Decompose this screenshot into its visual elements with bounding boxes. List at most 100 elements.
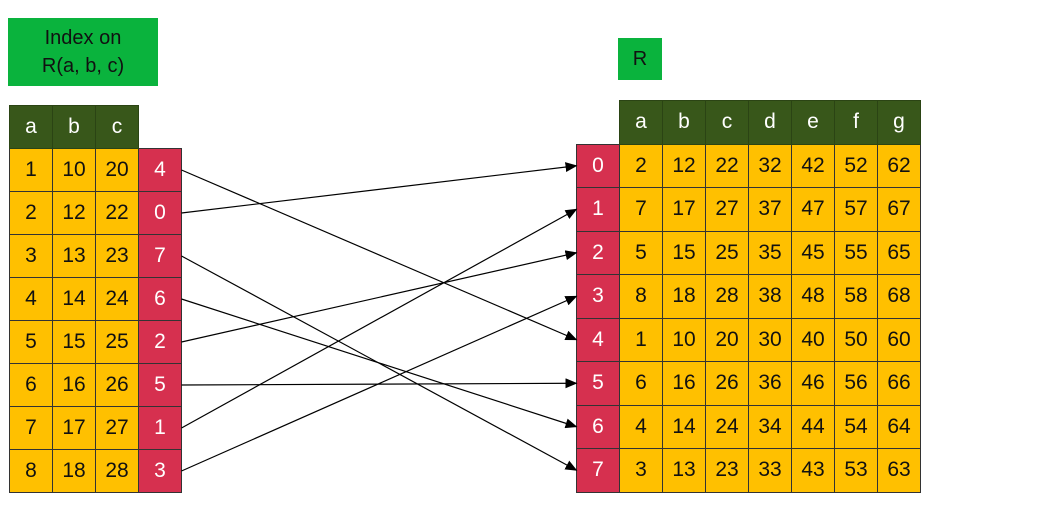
index-cell-b: 13 xyxy=(52,234,96,278)
relation-cell-c: 27 xyxy=(705,187,749,232)
relation-row: 2 5 15 25 35 45 55 65 xyxy=(576,230,921,275)
relation-cell-c: 26 xyxy=(705,361,749,406)
index-cell-c: 25 xyxy=(95,320,139,364)
index-pointer: 7 xyxy=(138,234,182,278)
index-pointer: 2 xyxy=(138,320,182,364)
index-cell-b: 16 xyxy=(52,363,96,407)
relation-cell-f: 52 xyxy=(834,143,878,188)
index-pointer: 0 xyxy=(138,191,182,235)
relation-cell-f: 55 xyxy=(834,230,878,275)
relation-cell-a: 8 xyxy=(619,274,663,319)
relation-row-id: 6 xyxy=(576,404,620,449)
index-row: 4 14 24 6 xyxy=(9,277,182,321)
index-header-a: a xyxy=(9,105,53,149)
relation-title-label: R xyxy=(618,38,662,80)
relation-cell-a: 2 xyxy=(619,143,663,188)
relation-cell-e: 43 xyxy=(791,448,835,493)
index-row: 2 12 22 0 xyxy=(9,191,182,235)
relation-cell-d: 33 xyxy=(748,448,792,493)
relation-header-f: f xyxy=(834,100,878,145)
index-row: 6 16 26 5 xyxy=(9,363,182,407)
index-cell-a: 8 xyxy=(9,449,53,493)
index-header-row: a b c xyxy=(9,105,182,149)
index-cell-b: 15 xyxy=(52,320,96,364)
relation-cell-b: 18 xyxy=(662,274,706,319)
relation-cell-a: 5 xyxy=(619,230,663,275)
relation-row-id: 5 xyxy=(576,361,620,406)
relation-cell-d: 32 xyxy=(748,143,792,188)
pointer-arrow xyxy=(181,295,578,472)
relation-cell-e: 46 xyxy=(791,361,835,406)
relation-cell-g: 64 xyxy=(877,404,921,449)
relation-cell-b: 13 xyxy=(662,448,706,493)
index-cell-c: 20 xyxy=(95,148,139,192)
relation-row-id: 0 xyxy=(576,143,620,188)
relation-cell-d: 37 xyxy=(748,187,792,232)
relation-cell-a: 6 xyxy=(619,361,663,406)
relation-cell-b: 16 xyxy=(662,361,706,406)
pointer-arrow xyxy=(181,250,578,343)
index-cell-a: 4 xyxy=(9,277,53,321)
index-pointer: 3 xyxy=(138,449,182,493)
relation-cell-g: 63 xyxy=(877,448,921,493)
index-row: 7 17 27 1 xyxy=(9,406,182,450)
relation-cell-d: 30 xyxy=(748,317,792,362)
relation-header-g: g xyxy=(877,100,921,145)
index-cell-c: 27 xyxy=(95,406,139,450)
relation-row: 4 1 10 20 30 40 50 60 xyxy=(576,317,921,362)
index-header-b: b xyxy=(52,105,96,149)
relation-cell-e: 42 xyxy=(791,143,835,188)
index-row: 3 13 23 7 xyxy=(9,234,182,278)
relation-cell-e: 44 xyxy=(791,404,835,449)
relation-cell-c: 28 xyxy=(705,274,749,319)
relation-cell-d: 38 xyxy=(748,274,792,319)
index-cell-a: 1 xyxy=(9,148,53,192)
index-header-c: c xyxy=(95,105,139,149)
index-pointer: 4 xyxy=(138,148,182,192)
relation-cell-e: 47 xyxy=(791,187,835,232)
relation-table: a b c d e f g 0 2 12 22 32 42 52 62 1 7 … xyxy=(576,100,921,493)
relation-cell-f: 58 xyxy=(834,274,878,319)
index-row: 5 15 25 2 xyxy=(9,320,182,364)
relation-row-id: 7 xyxy=(576,448,620,493)
pointer-arrow xyxy=(181,255,578,471)
relation-cell-d: 36 xyxy=(748,361,792,406)
index-cell-c: 24 xyxy=(95,277,139,321)
relation-cell-g: 67 xyxy=(877,187,921,232)
index-cell-a: 5 xyxy=(9,320,53,364)
relation-cell-g: 68 xyxy=(877,274,921,319)
pointer-arrow xyxy=(181,378,578,389)
relation-cell-c: 22 xyxy=(705,143,749,188)
relation-cell-e: 45 xyxy=(791,230,835,275)
relation-cell-b: 12 xyxy=(662,143,706,188)
relation-row: 3 8 18 28 38 48 58 68 xyxy=(576,274,921,319)
relation-row: 0 2 12 22 32 42 52 62 xyxy=(576,143,921,188)
index-header-spacer xyxy=(139,106,182,149)
relation-header-d: d xyxy=(748,100,792,145)
relation-cell-b: 17 xyxy=(662,187,706,232)
index-cell-b: 10 xyxy=(52,148,96,192)
relation-header-spacer xyxy=(577,101,620,145)
relation-cell-g: 66 xyxy=(877,361,921,406)
relation-cell-f: 57 xyxy=(834,187,878,232)
index-pointer: 5 xyxy=(138,363,182,407)
pointer-arrow xyxy=(181,169,578,341)
relation-cell-b: 14 xyxy=(662,404,706,449)
index-table: a b c 1 10 20 4 2 12 22 0 3 13 23 7 4 14… xyxy=(9,105,182,493)
relation-row-id: 2 xyxy=(576,230,620,275)
relation-cell-c: 25 xyxy=(705,230,749,275)
relation-cell-a: 4 xyxy=(619,404,663,449)
relation-cell-g: 65 xyxy=(877,230,921,275)
relation-cell-b: 15 xyxy=(662,230,706,275)
index-pointer: 6 xyxy=(138,277,182,321)
relation-cell-a: 7 xyxy=(619,187,663,232)
relation-row: 1 7 17 27 37 47 57 67 xyxy=(576,187,921,232)
relation-header-c: c xyxy=(705,100,749,145)
relation-header-row: a b c d e f g xyxy=(577,100,921,145)
relation-row-id: 4 xyxy=(576,317,620,362)
index-cell-b: 14 xyxy=(52,277,96,321)
relation-cell-c: 20 xyxy=(705,317,749,362)
index-cell-b: 17 xyxy=(52,406,96,450)
index-cell-c: 22 xyxy=(95,191,139,235)
index-pointer: 1 xyxy=(138,406,182,450)
